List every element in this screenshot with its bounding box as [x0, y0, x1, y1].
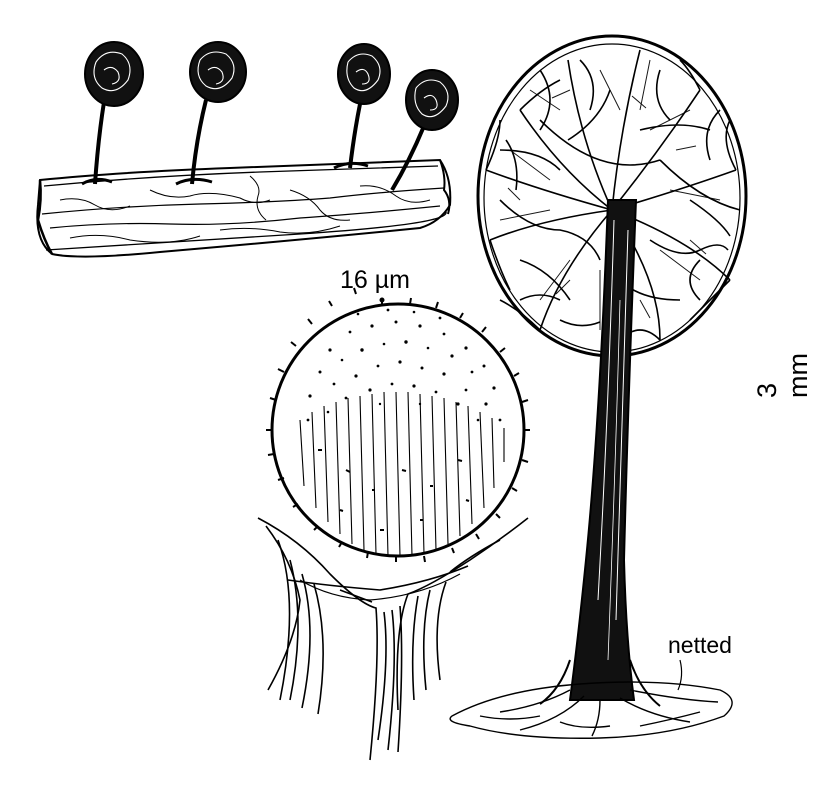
sporangium-small-2: [175, 41, 247, 186]
netted-leader-line: [677, 659, 683, 691]
sporangium-small-1: [81, 41, 144, 186]
hypothallus-netted: [449, 659, 733, 739]
spore-hatching: [299, 391, 505, 557]
scale-tick: [379, 297, 385, 303]
spore: [270, 302, 526, 558]
sporangium-small-3: [333, 43, 391, 170]
wood-substrate: [36, 158, 452, 258]
height-scale-label: 3 mm: [752, 353, 813, 398]
spore-stipple: [306, 308, 502, 422]
habit-on-wood: [36, 41, 459, 258]
capillitium-threads: [257, 517, 529, 761]
sporangium-small-4: [390, 69, 459, 192]
sporangium-large: [449, 34, 748, 739]
stalk: [568, 199, 638, 701]
spore-size-label: 16 µm: [340, 266, 410, 294]
netted-label: netted: [668, 632, 732, 658]
spore-detail: [266, 287, 530, 563]
